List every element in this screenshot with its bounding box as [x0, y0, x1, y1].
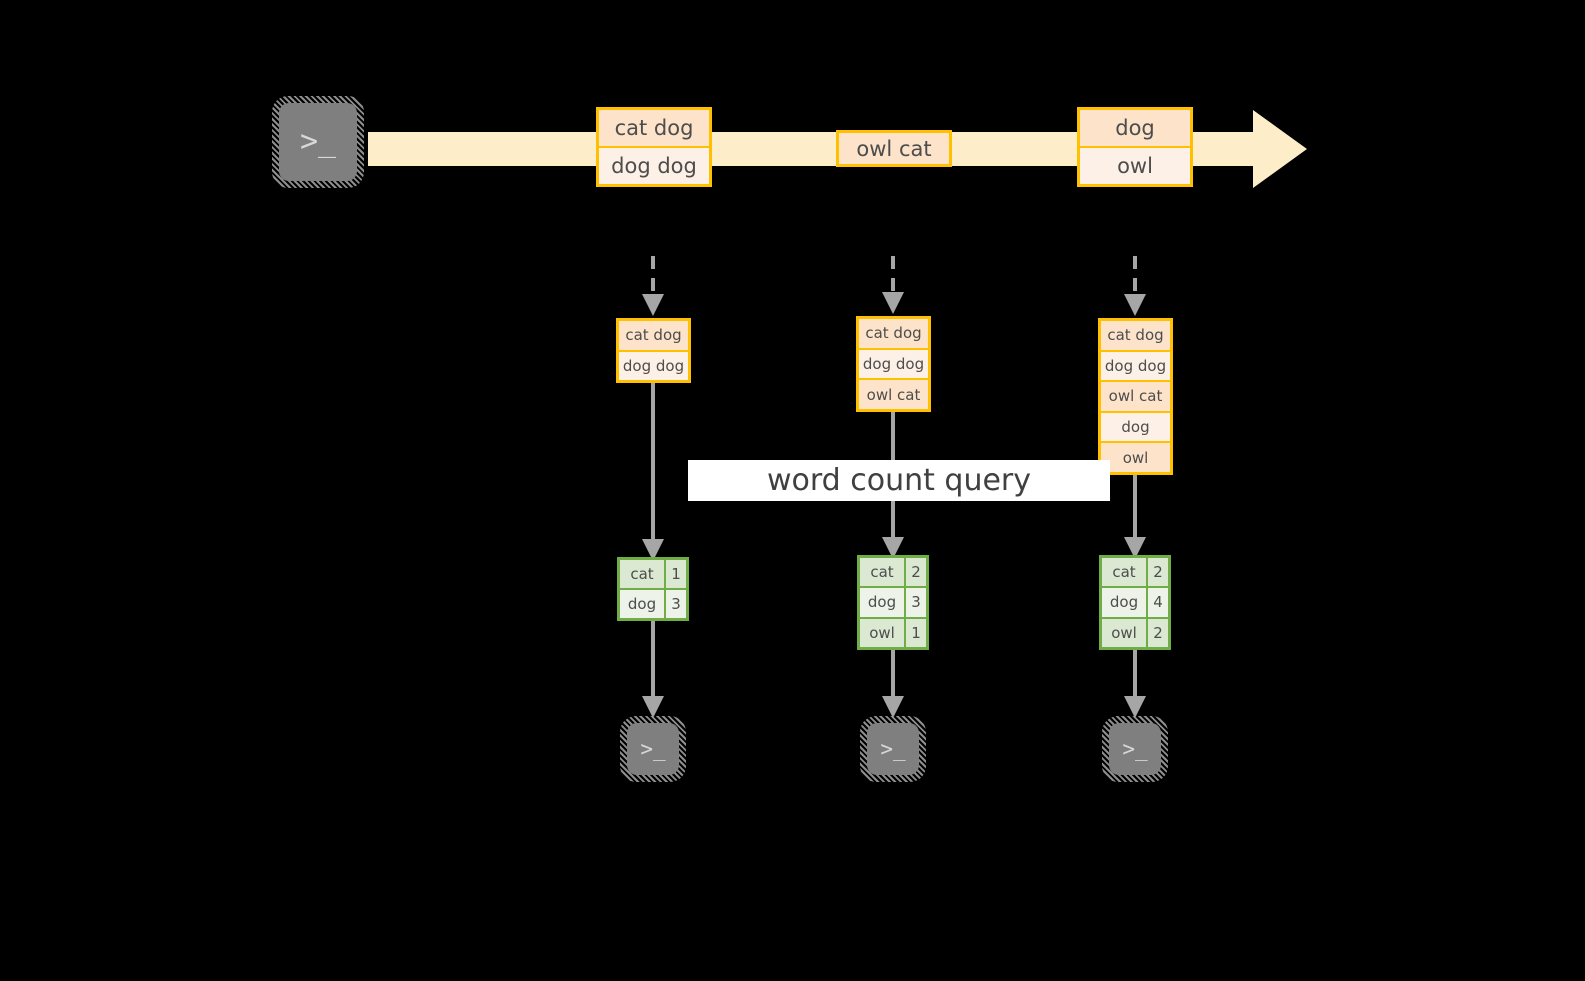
query-banner: word count query — [688, 460, 1110, 501]
count-cell: 2 — [904, 558, 926, 587]
word-count-result-table-3: cat 2 dog 4 owl 2 — [1099, 555, 1171, 650]
word-cell: owl — [860, 618, 904, 647]
table-row: owl 2 — [1102, 616, 1168, 647]
snapshot-row: owl — [1101, 441, 1170, 472]
stream-to-snapshot-arrowhead-3 — [1124, 294, 1146, 316]
stream-to-snapshot-dashed-line-2 — [891, 256, 895, 296]
snapshot-table-1: cat dog dog dog — [616, 318, 691, 383]
stream-record-group-1: cat dog dog dog — [596, 107, 712, 187]
count-cell: 2 — [1146, 558, 1168, 587]
sink-arrow-head-3 — [1124, 696, 1146, 718]
table-row: cat 1 — [620, 560, 686, 588]
sink-terminal-icon-3: >_ — [1102, 716, 1168, 782]
stream-record: dog — [1080, 110, 1190, 146]
stream-record: dog dog — [599, 146, 709, 184]
count-cell: 3 — [664, 590, 686, 618]
snapshot-table-3: cat dog dog dog owl cat dog owl — [1098, 318, 1173, 475]
word-cell: cat — [620, 560, 664, 588]
query-arrow-head-3 — [1124, 537, 1146, 559]
snapshot-row: dog dog — [1101, 349, 1170, 381]
word-cell: cat — [860, 558, 904, 587]
snapshot-row: owl cat — [1101, 380, 1170, 411]
sink-arrow-line-2 — [891, 650, 895, 705]
word-cell: owl — [1102, 618, 1146, 647]
query-arrow-line-3 — [1133, 475, 1137, 546]
query-arrow-head-1 — [642, 539, 664, 561]
stream-to-snapshot-arrowhead-2 — [882, 292, 904, 314]
table-row: dog 3 — [860, 586, 926, 617]
stream-record-group-3: dog owl — [1077, 107, 1193, 187]
sink-arrow-line-1 — [651, 621, 655, 705]
terminal-prompt-glyph: >_ — [640, 736, 666, 761]
count-cell: 1 — [904, 618, 926, 647]
terminal-body: >_ — [867, 723, 919, 775]
stream-record: owl cat — [839, 133, 949, 164]
sink-arrow-line-3 — [1133, 650, 1137, 705]
count-cell: 2 — [1146, 618, 1168, 647]
query-banner-label: word count query — [766, 463, 1032, 498]
table-row: owl 1 — [860, 616, 926, 647]
stream-record: owl — [1080, 146, 1190, 184]
word-cell: dog — [860, 588, 904, 617]
terminal-prompt-glyph: >_ — [1122, 736, 1148, 761]
source-terminal-icon: >_ — [272, 96, 364, 188]
snapshot-row: owl cat — [859, 378, 928, 410]
snapshot-row: dog dog — [619, 349, 688, 380]
stream-record: cat dog — [599, 110, 709, 146]
word-cell: dog — [1102, 588, 1146, 617]
sink-arrow-head-1 — [642, 696, 664, 718]
sink-terminal-icon-2: >_ — [860, 716, 926, 782]
snapshot-table-2: cat dog dog dog owl cat — [856, 316, 931, 412]
table-row: dog 3 — [620, 588, 686, 618]
table-row: cat 2 — [1102, 558, 1168, 587]
table-row: cat 2 — [860, 558, 926, 587]
stream-to-snapshot-arrowhead-1 — [642, 294, 664, 316]
snapshot-row: dog dog — [859, 347, 928, 379]
terminal-prompt-glyph: >_ — [880, 736, 906, 761]
snapshot-row: cat dog — [1101, 321, 1170, 350]
terminal-body: >_ — [627, 723, 679, 775]
terminal-body: >_ — [279, 103, 357, 181]
word-cell: cat — [1102, 558, 1146, 587]
stream-record-group-2: owl cat — [836, 130, 952, 167]
word-count-result-table-2: cat 2 dog 3 owl 1 — [857, 555, 929, 650]
table-row: dog 4 — [1102, 586, 1168, 617]
terminal-body: >_ — [1109, 723, 1161, 775]
query-arrow-head-2 — [882, 537, 904, 559]
count-cell: 1 — [664, 560, 686, 588]
snapshot-row: dog — [1101, 410, 1170, 442]
count-cell: 3 — [904, 588, 926, 617]
word-count-result-table-1: cat 1 dog 3 — [617, 557, 689, 621]
sink-arrow-head-2 — [882, 696, 904, 718]
snapshot-row: cat dog — [619, 321, 688, 350]
stream-to-snapshot-dashed-line-1 — [651, 256, 655, 298]
sink-terminal-icon-1: >_ — [620, 716, 686, 782]
word-cell: dog — [620, 590, 664, 618]
stream-to-snapshot-dashed-line-3 — [1133, 256, 1137, 298]
query-arrow-line-1 — [651, 383, 655, 548]
event-stream-arrowhead — [1253, 110, 1307, 188]
terminal-prompt-glyph: >_ — [299, 124, 337, 159]
count-cell: 4 — [1146, 588, 1168, 617]
snapshot-row: cat dog — [859, 319, 928, 348]
